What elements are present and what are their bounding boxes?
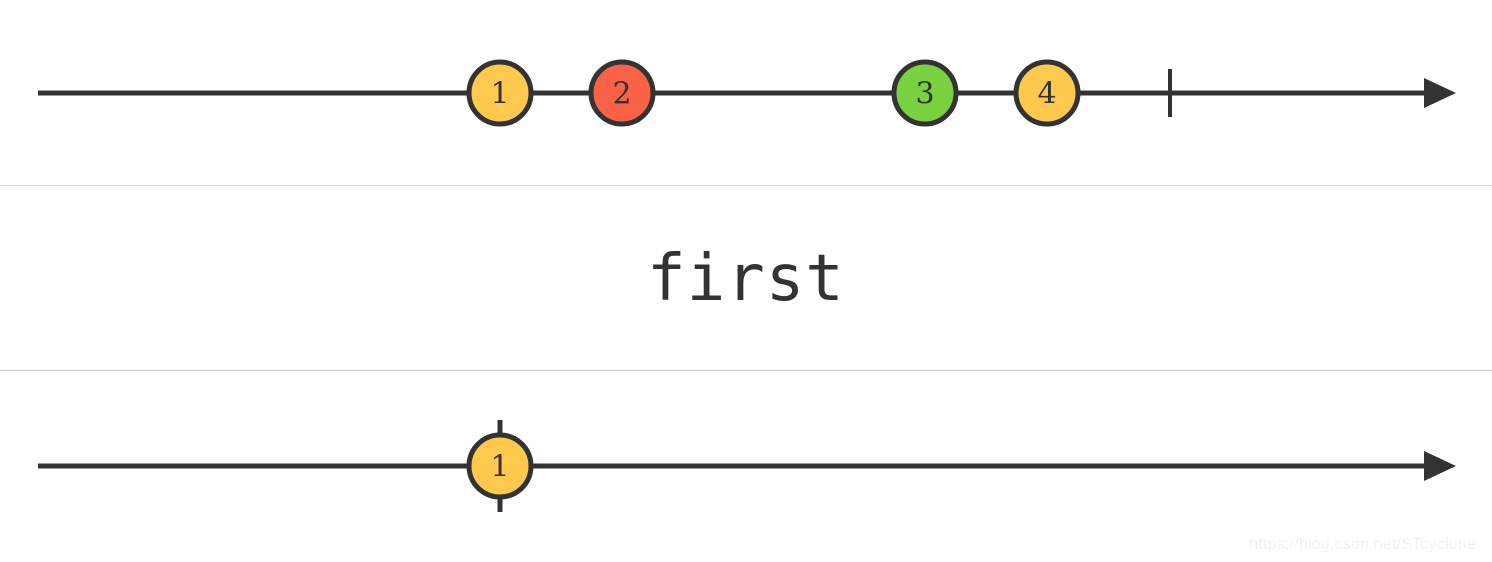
output-marble-1-label: 1 bbox=[490, 450, 509, 485]
output-timeline: 1 bbox=[38, 420, 1456, 512]
output-marble-1-circle bbox=[466, 432, 534, 500]
source-marble-2-circle bbox=[588, 59, 656, 127]
output-observable-panel: 1 bbox=[0, 371, 1492, 562]
source-observable-panel: 1 2 3 4 bbox=[0, 0, 1492, 186]
source-marble-2-label: 2 bbox=[612, 77, 631, 112]
source-marble-4-circle bbox=[1013, 59, 1081, 127]
source-marble-4[interactable]: 4 bbox=[1013, 59, 1081, 127]
output-marble-1[interactable]: 1 bbox=[466, 432, 534, 500]
operator-panel: first bbox=[0, 186, 1492, 371]
source-marble-3-circle bbox=[891, 59, 959, 127]
source-marble-1-label: 1 bbox=[490, 77, 509, 112]
source-marble-3[interactable]: 3 bbox=[891, 59, 959, 127]
operator-name-label: first bbox=[647, 241, 845, 316]
panel-divider-bottom bbox=[0, 370, 1492, 371]
source-timeline: 1 2 3 4 bbox=[38, 59, 1456, 127]
source-marble-2[interactable]: 2 bbox=[588, 59, 656, 127]
source-marble-4-label: 4 bbox=[1037, 77, 1056, 112]
source-marble-1[interactable]: 1 bbox=[466, 59, 534, 127]
watermark-text: https://blog.csdn.net/STcyclone bbox=[1249, 536, 1476, 553]
source-marble-1-circle bbox=[466, 59, 534, 127]
source-marble-3-label: 3 bbox=[915, 77, 934, 112]
source-timeline-arrow-icon bbox=[1424, 78, 1456, 108]
output-timeline-arrow-icon bbox=[1424, 451, 1456, 481]
panel-divider-top bbox=[0, 185, 1492, 186]
